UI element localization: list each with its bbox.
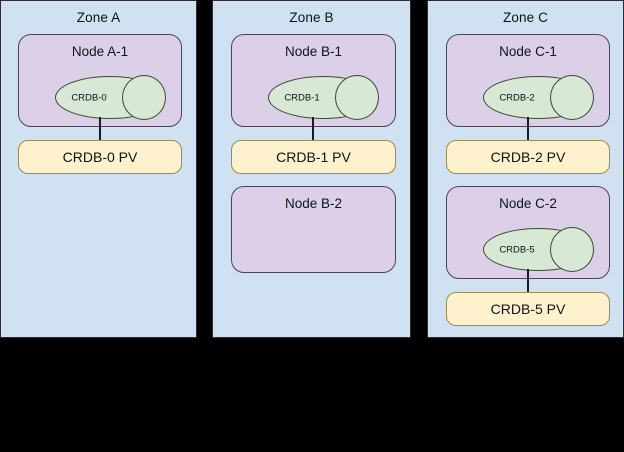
zone-title-a: Zone A xyxy=(76,10,121,25)
pod-label-crdb-0: CRDB-0 xyxy=(71,92,107,103)
pv-box-crdb-1[interactable]: CRDB-1 PV xyxy=(231,140,396,174)
pv-box-crdb-0[interactable]: CRDB-0 PV xyxy=(18,140,182,174)
node-title-c-1: Node C-1 xyxy=(499,44,557,59)
pod-cylinder-crdb-1[interactable]: CRDB-1 xyxy=(268,75,379,120)
node-box-c-1[interactable]: Node C-1 CRDB-2 xyxy=(446,34,610,127)
pv-box-crdb-2[interactable]: CRDB-2 PV xyxy=(446,140,610,174)
pod-cylinder-cap xyxy=(550,227,594,272)
pv-box-crdb-5[interactable]: CRDB-5 PV xyxy=(446,292,610,326)
zone-title-c: Zone C xyxy=(503,10,548,25)
node-title-b-1: Node B-1 xyxy=(284,44,343,59)
pod-label-crdb-1: CRDB-1 xyxy=(284,92,320,103)
node-title-b-2: Node B-2 xyxy=(284,196,343,211)
pod-cylinder-cap xyxy=(550,75,594,120)
pv-label-crdb-2: CRDB-2 PV xyxy=(490,149,566,165)
zone-container-b[interactable]: Zone B Node B-1 CRDB-1 CRDB-1 PV Node B-… xyxy=(212,0,411,338)
connector-node-c-2-to-pv xyxy=(527,269,529,293)
zone-container-c[interactable]: Zone C Node C-1 CRDB-2 CRDB-2 PV Node C-… xyxy=(427,0,624,338)
node-box-b-1[interactable]: Node B-1 CRDB-1 xyxy=(231,34,396,127)
zone-container-a[interactable]: Zone A Node A-1 CRDB-0 CRDB-0 PV xyxy=(0,0,197,338)
node-title-c-2: Node C-2 xyxy=(499,196,557,211)
connector-node-c-1-to-pv xyxy=(527,117,529,141)
pv-label-crdb-0: CRDB-0 PV xyxy=(62,149,138,165)
node-box-a-1[interactable]: Node A-1 CRDB-0 xyxy=(18,34,182,127)
pod-cylinder-crdb-2[interactable]: CRDB-2 xyxy=(483,75,594,120)
pod-cylinder-cap xyxy=(335,75,379,120)
pv-label-crdb-5: CRDB-5 PV xyxy=(490,301,566,317)
pv-label-crdb-1: CRDB-1 PV xyxy=(276,149,351,165)
connector-node-b-1-to-pv xyxy=(312,117,314,141)
node-title-a-1: Node A-1 xyxy=(71,44,129,59)
pod-label-crdb-2: CRDB-2 xyxy=(499,92,535,103)
connector-node-a-1-to-pv xyxy=(99,117,101,141)
pod-label-crdb-5: CRDB-5 xyxy=(499,244,535,255)
pod-cylinder-cap xyxy=(122,75,166,120)
pod-cylinder-crdb-5[interactable]: CRDB-5 xyxy=(483,227,594,272)
node-box-c-2[interactable]: Node C-2 CRDB-5 xyxy=(446,186,610,279)
zone-title-b: Zone B xyxy=(289,10,334,25)
node-box-b-2[interactable]: Node B-2 xyxy=(231,186,396,273)
pod-cylinder-crdb-0[interactable]: CRDB-0 xyxy=(55,75,166,120)
